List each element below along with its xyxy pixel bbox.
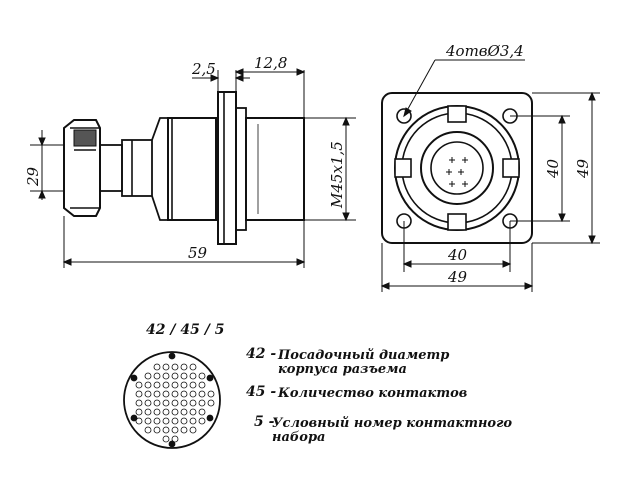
legend-text-3b: набора [272,430,326,445]
contact-pin [135,408,143,416]
contact-pin [189,399,197,407]
contact-pin [144,390,152,398]
contact-key-pin [130,414,138,422]
front-view [381,92,533,244]
contact-pin [144,426,152,434]
contact-pin [189,417,197,425]
dim-49-vertical: 49 [574,158,592,179]
legend-num-1: 42 - [246,346,277,362]
connector-code: 42 / 45 / 5 [146,322,225,338]
contact-layout [123,351,221,449]
contact-key-pin [130,374,138,382]
contact-pin [153,399,161,407]
contact-pin [144,381,152,389]
contact-pin [153,408,161,416]
dim-2-5: 2,5 [191,60,216,78]
legend-num-3: 5 - [254,414,275,430]
contact-key-pin [168,352,176,360]
dim-40-vertical: 40 [544,158,562,179]
contact-pin [198,417,206,425]
contact-pin [171,426,179,434]
contact-pin [198,372,206,380]
dim-40-horizontal: 40 [447,246,468,264]
contact-pin [162,408,170,416]
contact-pin [135,399,143,407]
contact-key-pin [206,374,214,382]
contact-pin [162,399,170,407]
contact-pin [153,390,161,398]
contact-pin [162,417,170,425]
contact-pin [171,390,179,398]
contact-pin [171,372,179,380]
contact-pin [171,399,179,407]
contact-pin [144,417,152,425]
contact-pin [135,390,143,398]
contact-pin [171,408,179,416]
dim-49-horizontal: 49 [447,268,468,286]
dim-59: 59 [188,244,208,262]
contact-key-pin [168,440,176,448]
contact-pin [198,381,206,389]
contact-pin [144,408,152,416]
contact-pin [189,408,197,416]
contact-pin [162,363,170,371]
legend-text-1b: корпуса разъема [278,362,407,377]
dim-29: 29 [24,166,42,187]
contact-pin [189,372,197,380]
dim-thread: M45x1,5 [328,141,346,209]
contact-pin [180,399,188,407]
legend-text-3a: Условный номер контактного [272,416,513,431]
contact-pin [153,417,161,425]
contact-pin [162,381,170,389]
contact-pin [189,363,197,371]
contact-pin [144,372,152,380]
contact-pin [171,417,179,425]
dim-12-8: 12,8 [254,54,287,72]
dim-holes: 4отвØ3,4 [445,42,524,60]
contact-pin [198,399,206,407]
contact-pin [198,408,206,416]
side-view [63,91,305,245]
contact-pin [171,363,179,371]
contact-pin [180,381,188,389]
contact-pin [180,390,188,398]
front-dimensions [380,59,600,292]
contact-pin [180,417,188,425]
contact-pin [135,381,143,389]
contact-pin [180,372,188,380]
legend-text-2a: Количество контактов [278,386,468,401]
contact-pin [153,426,161,434]
contact-pin [180,408,188,416]
contact-pin [162,390,170,398]
contact-pin [153,372,161,380]
contact-pin [162,426,170,434]
contact-pin [162,372,170,380]
contact-pin [162,435,170,443]
contact-pin [153,363,161,371]
contact-pin [207,399,215,407]
contact-pin [189,381,197,389]
contact-pin [180,363,188,371]
contact-pin [135,417,143,425]
contact-pin [198,390,206,398]
contact-pin [180,426,188,434]
contact-pin [171,381,179,389]
contact-pin [171,435,179,443]
contact-pin [189,426,197,434]
contact-pin [153,381,161,389]
contact-pin [207,390,215,398]
contact-pin [144,399,152,407]
contact-key-pin [206,414,214,422]
legend-text-1a: Посадочный диаметр [278,348,450,363]
side-dimensions [30,68,356,268]
legend-num-2: 45 - [246,384,277,400]
contact-pin [189,390,197,398]
